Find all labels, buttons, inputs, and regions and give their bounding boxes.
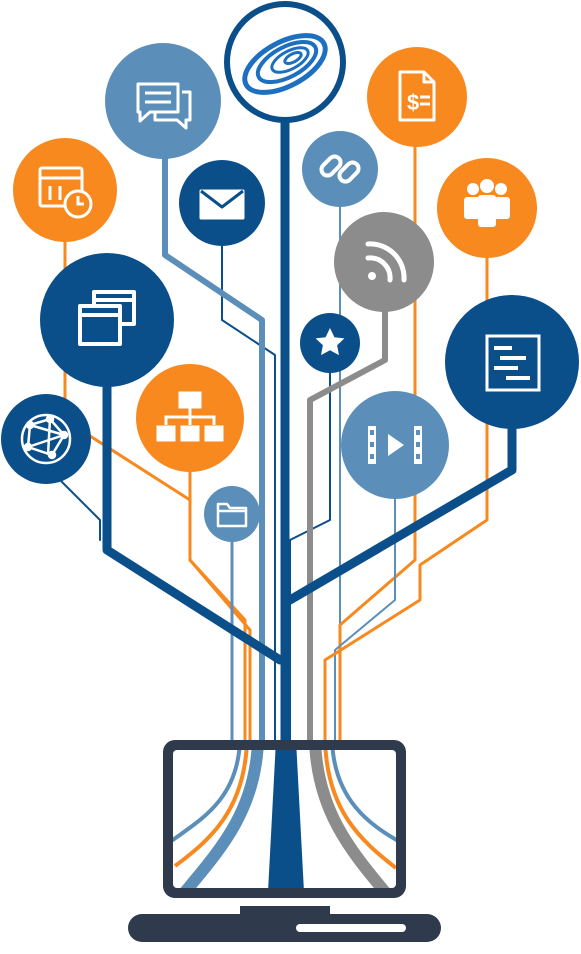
org-chart-icon [156, 391, 224, 442]
laptop-hinge [240, 906, 330, 914]
node-invoice[interactable]: $ [367, 47, 467, 147]
people-group-icon [464, 179, 510, 227]
rss-feed-icon [365, 241, 407, 283]
node-windows[interactable] [40, 253, 174, 387]
gantt-chart-icon [485, 334, 541, 392]
laptop-base [128, 914, 441, 942]
calendar-clock-icon [38, 166, 93, 219]
node-email[interactable] [179, 160, 265, 246]
node-link[interactable] [302, 131, 378, 207]
thin-branches [59, 127, 489, 743]
star-icon [315, 328, 345, 356]
branch-video [334, 489, 396, 741]
node-network[interactable] [1, 394, 91, 484]
laptop-icon [128, 740, 441, 942]
swirl-logo-icon [242, 33, 328, 95]
dollar-document-icon: $ [398, 70, 436, 122]
node-gantt[interactable] [445, 295, 579, 429]
node-calendar[interactable] [13, 138, 117, 242]
branch-team [323, 248, 489, 742]
folder-icon [216, 502, 248, 528]
node-logo[interactable] [224, 1, 346, 123]
branch-rss [307, 287, 388, 743]
branch-orgchart [188, 468, 252, 742]
app-windows-icon [78, 290, 136, 346]
film-play-icon [368, 426, 422, 464]
node-org-chart[interactable] [136, 364, 244, 472]
chat-bubbles-icon [136, 82, 192, 130]
node-rss[interactable] [334, 212, 434, 312]
branch-chat [162, 127, 265, 743]
node-chat[interactable] [105, 43, 221, 159]
trunk-left-arm [102, 380, 285, 665]
node-video[interactable] [341, 391, 449, 499]
main-trunk [102, 105, 517, 745]
node-folder[interactable] [204, 486, 260, 542]
node-star[interactable] [300, 313, 360, 373]
branch-email [221, 244, 276, 741]
node-team[interactable] [437, 158, 537, 258]
laptop-trackpad-slot [296, 924, 406, 932]
screen-stripes [173, 750, 396, 888]
envelope-icon [199, 189, 245, 220]
trunk-right-arm [285, 415, 517, 605]
chain-link-icon [319, 154, 361, 184]
network-globe-icon [20, 413, 72, 465]
svg-text:$: $ [407, 90, 419, 115]
branch-invoice [338, 133, 417, 742]
